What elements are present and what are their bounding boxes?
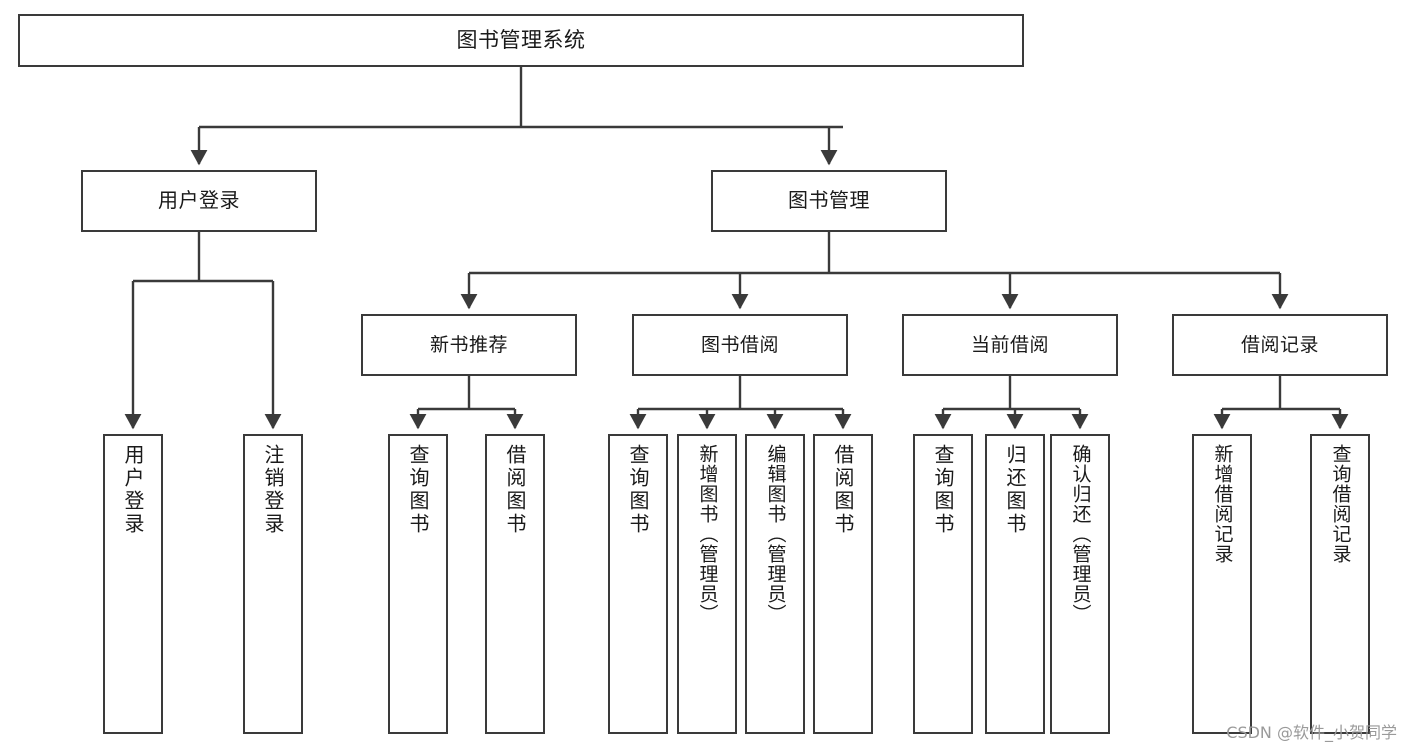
node-new-book-rec[interactable]: 新书推荐 (361, 314, 577, 376)
node-leaf-borrow-book-1-label: 借阅图书 (503, 444, 527, 536)
node-leaf-edit-book-label: 编辑图书（管理员） (764, 444, 787, 624)
node-root-label: 图书管理系统 (456, 28, 586, 53)
node-user-login-label: 用户登录 (158, 188, 240, 213)
node-leaf-confirm-return[interactable]: 确认归还（管理员） (1050, 434, 1110, 734)
node-leaf-borrow-book-2[interactable]: 借阅图书 (813, 434, 873, 734)
node-root[interactable]: 图书管理系统 (18, 14, 1024, 67)
node-leaf-query-book-2-label: 查询图书 (626, 444, 650, 536)
node-leaf-return-book-label: 归还图书 (1003, 444, 1027, 536)
node-leaf-query-record-label: 查询借阅记录 (1329, 444, 1352, 564)
node-book-borrow[interactable]: 图书借阅 (632, 314, 848, 376)
node-current-borrow[interactable]: 当前借阅 (902, 314, 1118, 376)
node-user-login[interactable]: 用户登录 (81, 170, 317, 232)
node-leaf-query-book-3[interactable]: 查询图书 (913, 434, 973, 734)
node-leaf-query-book-2[interactable]: 查询图书 (608, 434, 668, 734)
node-leaf-add-record[interactable]: 新增借阅记录 (1192, 434, 1252, 734)
node-book-manage-label: 图书管理 (788, 188, 870, 213)
node-book-borrow-label: 图书借阅 (700, 333, 779, 356)
node-borrow-record[interactable]: 借阅记录 (1172, 314, 1388, 376)
node-leaf-borrow-book-2-label: 借阅图书 (831, 444, 855, 536)
node-leaf-confirm-return-label: 确认归还（管理员） (1069, 444, 1092, 624)
node-leaf-query-book-1[interactable]: 查询图书 (388, 434, 448, 734)
node-leaf-return-book[interactable]: 归还图书 (985, 434, 1045, 734)
node-current-borrow-label: 当前借阅 (970, 333, 1049, 356)
csdn-watermark: CSDN @软件_小贺同学 (1226, 723, 1397, 742)
node-leaf-query-record[interactable]: 查询借阅记录 (1310, 434, 1370, 734)
node-leaf-query-book-1-label: 查询图书 (406, 444, 430, 536)
node-leaf-add-book[interactable]: 新增图书（管理员） (677, 434, 737, 734)
node-new-book-rec-label: 新书推荐 (429, 333, 508, 356)
node-borrow-record-label: 借阅记录 (1240, 333, 1319, 356)
node-leaf-borrow-book-1[interactable]: 借阅图书 (485, 434, 545, 734)
node-leaf-edit-book[interactable]: 编辑图书（管理员） (745, 434, 805, 734)
node-book-manage[interactable]: 图书管理 (711, 170, 947, 232)
node-leaf-user-login[interactable]: 用户登录 (103, 434, 163, 734)
node-leaf-user-logout-label: 注销登录 (261, 444, 285, 536)
node-leaf-add-book-label: 新增图书（管理员） (696, 444, 719, 624)
node-leaf-user-login-label: 用户登录 (121, 444, 145, 536)
node-leaf-query-book-3-label: 查询图书 (931, 444, 955, 536)
node-leaf-add-record-label: 新增借阅记录 (1211, 444, 1234, 564)
node-leaf-user-logout[interactable]: 注销登录 (243, 434, 303, 734)
